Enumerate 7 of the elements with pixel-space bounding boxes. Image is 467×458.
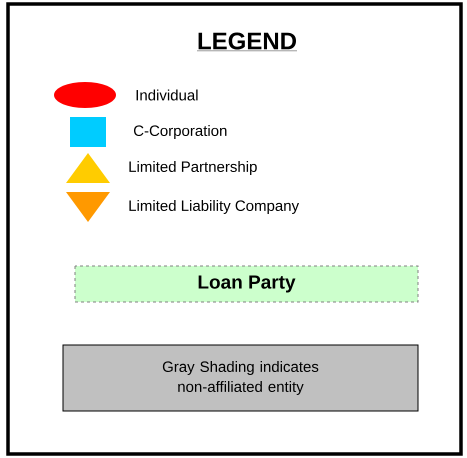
legend-label: C-Corporation	[134, 125, 226, 139]
legend-title: LEGEND	[196, 32, 298, 52]
legend-label: Gray Shading indicates non-affiliated entity	[162, 361, 318, 395]
legend-label: Loan Party	[198, 276, 296, 292]
legend-label: Individual	[136, 90, 198, 100]
legend-label: Limited Partnership	[129, 161, 257, 175]
legend-label: Limited Liability Company	[129, 200, 300, 214]
